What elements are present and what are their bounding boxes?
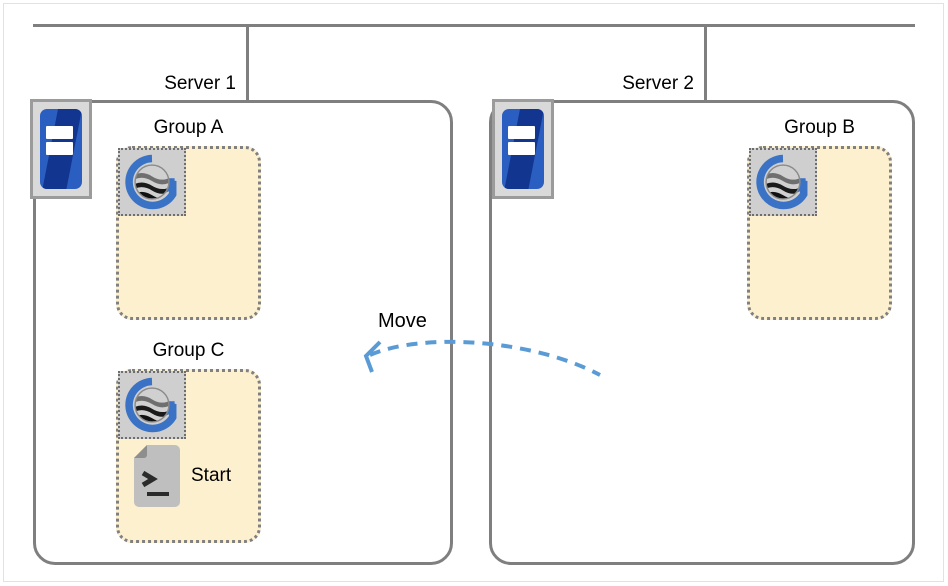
server-1-container: [33, 100, 453, 565]
server-rack-icon: [30, 99, 92, 199]
server-2-label: Server 2: [622, 73, 694, 94]
script-file-icon[interactable]: [134, 445, 180, 507]
server-rack-bar-1: [507, 125, 535, 139]
server-rack-icon: [492, 99, 554, 199]
group-a-label: Group A: [153, 117, 224, 138]
server-2-container: [489, 100, 915, 565]
bracket-stem-server-2: [704, 24, 707, 102]
script-start-label: Start: [191, 465, 232, 486]
server-rack-body: [502, 109, 544, 189]
cluster-globe-icon[interactable]: [749, 148, 817, 216]
group-b-label: Group B: [784, 117, 855, 138]
cluster-globe-icon[interactable]: [118, 148, 186, 216]
move-label: Move: [378, 310, 427, 332]
group-a-box[interactable]: [116, 146, 261, 320]
server-rack-body: [40, 109, 82, 189]
group-c-box[interactable]: [116, 369, 261, 543]
server-rack-bar-2: [45, 141, 73, 155]
bracket-top-line: [33, 24, 915, 27]
server-1-label: Server 1: [164, 73, 236, 94]
script-start-item[interactable]: Start: [134, 445, 231, 507]
server-rack-bar-2: [507, 141, 535, 155]
bracket-stem-server-1: [246, 24, 249, 102]
cluster-globe-icon[interactable]: [118, 371, 186, 439]
server-rack-bar-1: [45, 125, 73, 139]
group-c-label: Group C: [152, 340, 225, 361]
